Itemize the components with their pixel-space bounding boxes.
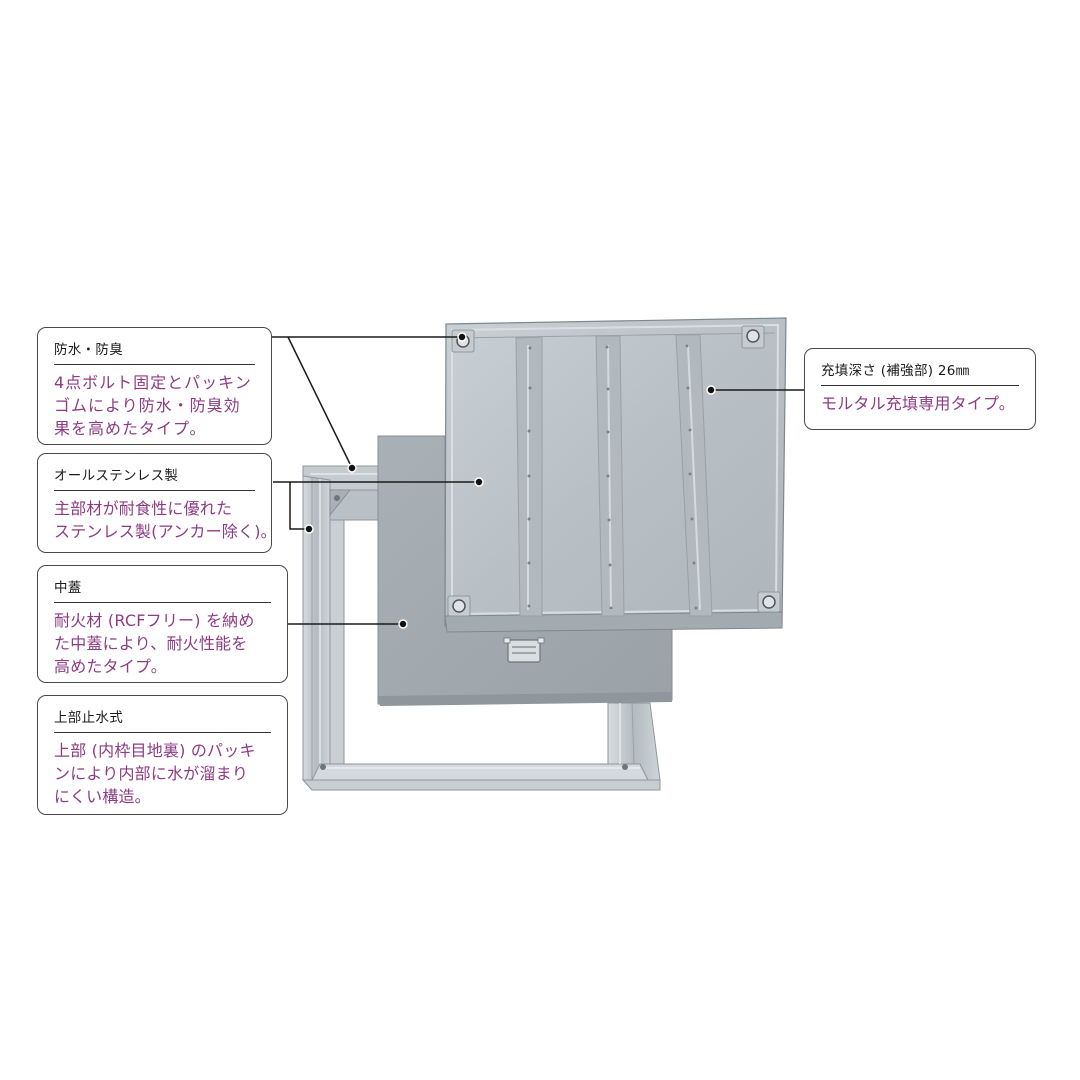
reinforcement-ribs <box>515 334 713 617</box>
inner-fire-lid <box>377 435 673 706</box>
callout-fill-depth: 充填深さ (補強部) 26㎜ モルタル充填専用タイプ。 <box>804 348 1036 430</box>
callout-description: 主部材が耐食性に優れた ステンレス製(アンカー除く)。 <box>54 499 277 541</box>
callout-title: 充填深さ (補強部) 26㎜ <box>821 359 1019 386</box>
callout-waterproof-odorproof: 防水・防臭 4点ボルト固定とパッキン ゴムにより防水・防臭効 果を高めたタイプ。 <box>37 327 272 445</box>
lift-handle-icon <box>503 637 545 663</box>
callout-description: 4点ボルト固定とパッキン ゴムにより防水・防臭効 果を高めたタイプ。 <box>54 373 252 438</box>
callout-description: 上部 (内枠目地裏) のパッキ ンにより内部に水が溜まり にくい構造。 <box>54 741 256 806</box>
callout-description: 耐火材 (RCFフリー) を納め た中蓋により、耐火性能を 高めたタイプ。 <box>54 611 255 676</box>
callout-title: オールステンレス製 <box>54 464 255 491</box>
callout-all-stainless: オールステンレス製 主部材が耐食性に優れた ステンレス製(アンカー除く)。 <box>37 453 277 553</box>
corner-bolt-icon <box>447 325 781 617</box>
leader-dots <box>304 332 716 629</box>
leader-lines <box>272 336 804 625</box>
callout-top-waterstop: 上部止水式 上部 (内枠目地裏) のパッキ ンにより内部に水が溜まり にくい構造… <box>37 695 288 815</box>
callout-title: 上部止水式 <box>54 706 271 733</box>
callout-title: 防水・防臭 <box>54 338 255 365</box>
callout-description: モルタル充填専用タイプ。 <box>821 394 1015 413</box>
outer-frame <box>301 465 661 791</box>
callout-title: 中蓋 <box>54 576 271 603</box>
callout-inner-lid: 中蓋 耐火材 (RCFフリー) を納め た中蓋により、耐火性能を 高めたタイプ。 <box>37 565 288 683</box>
top-cover-tray <box>444 317 787 633</box>
